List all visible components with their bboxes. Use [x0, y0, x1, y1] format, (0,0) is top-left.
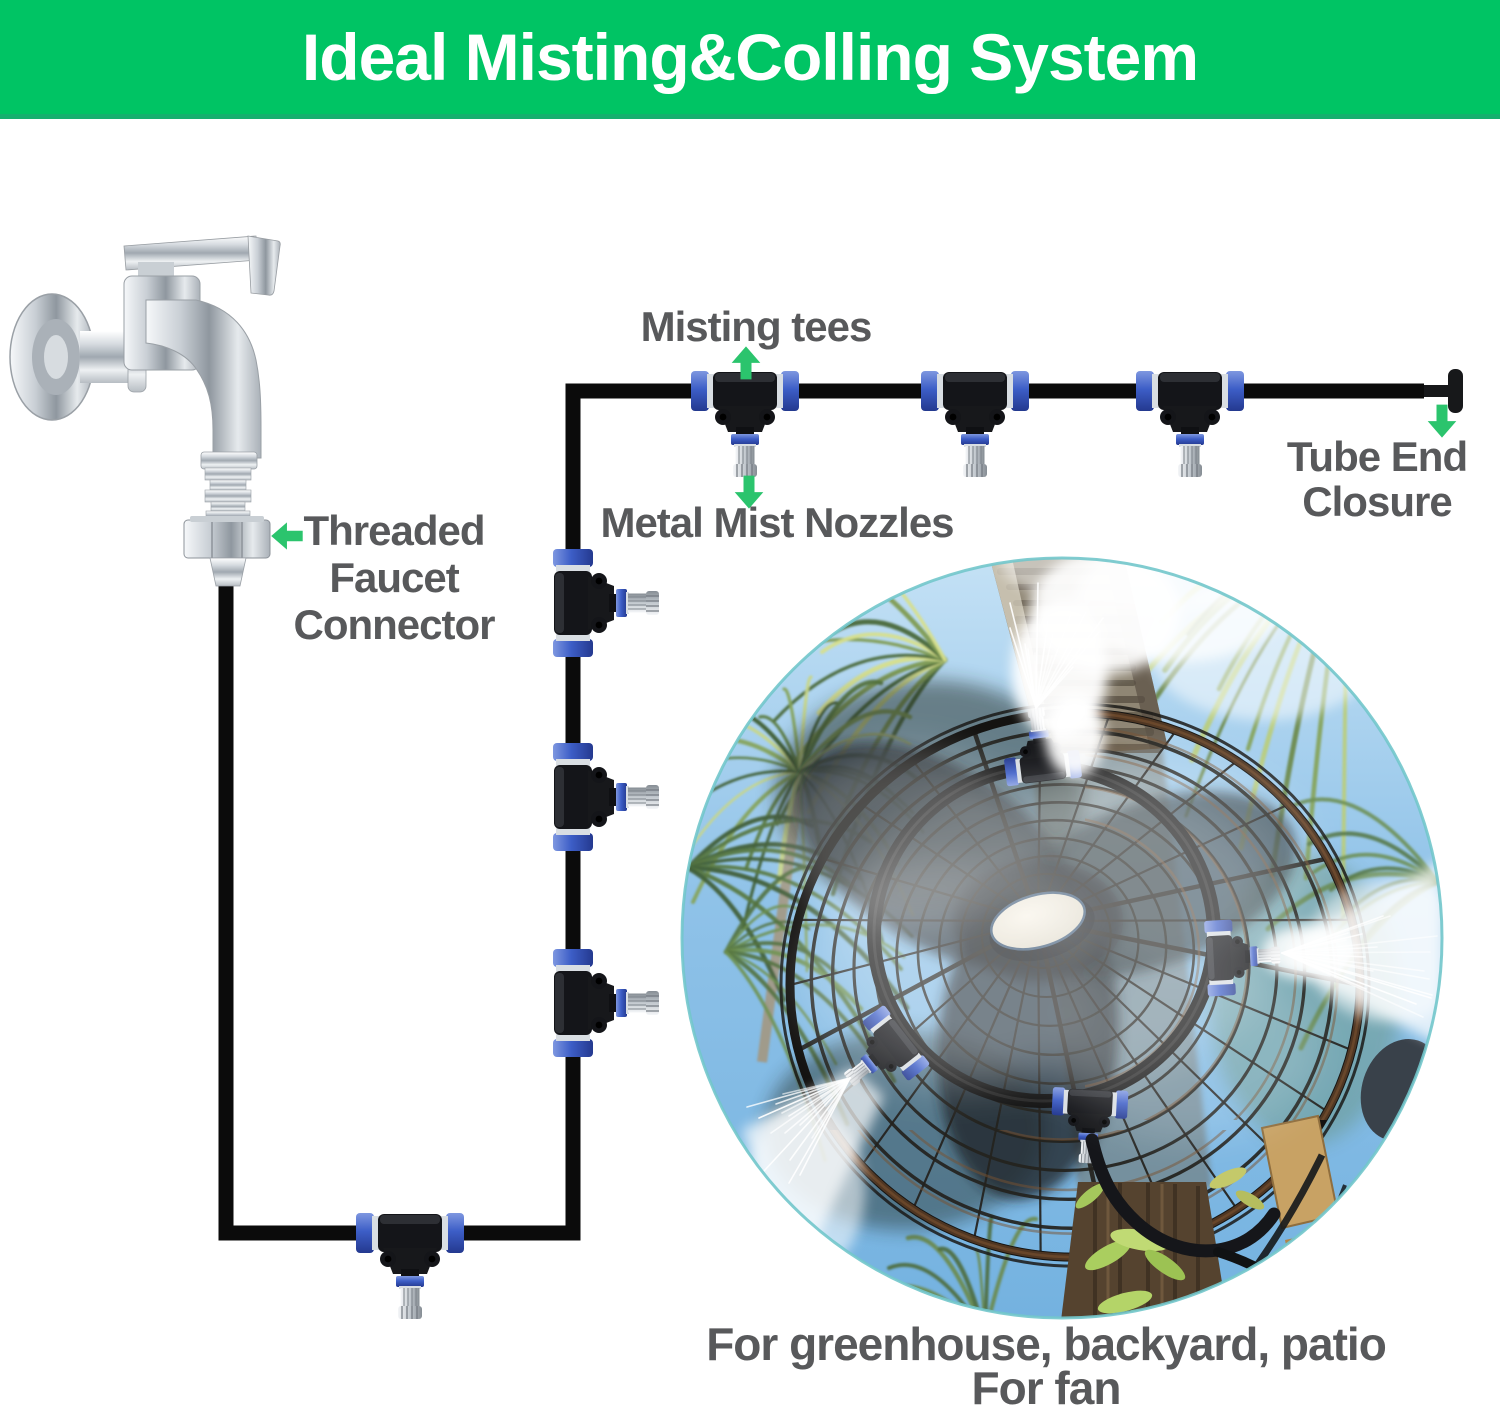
- misting-tee-fitting: [920, 370, 1030, 478]
- mist-spray: [742, 558, 1442, 1285]
- banner: Ideal Misting&Colling System: [0, 0, 1500, 119]
- label-metal-mist-nozzles: Metal Mist Nozzles: [600, 499, 954, 546]
- caption-line: For fan: [971, 1362, 1122, 1414]
- threaded-faucet-connector-part: [183, 516, 271, 587]
- label-threaded-faucet-connector: Threaded Faucet Connector: [293, 507, 496, 648]
- fan-photo: [682, 558, 1442, 1318]
- misting-tee-fitting: [552, 742, 660, 852]
- label-line: Faucet: [329, 554, 459, 601]
- tube-end-closure-part: [1424, 369, 1463, 413]
- faucet-barb: [204, 467, 252, 522]
- caption: For greenhouse, backyard, patio For fan: [706, 1318, 1387, 1414]
- misting-tee-fitting: [690, 370, 800, 478]
- caption-line: For greenhouse, backyard, patio: [706, 1318, 1387, 1370]
- supply-tube: [1085, 1133, 1281, 1258]
- label-line: Closure: [1302, 478, 1452, 525]
- misting-tee-fitting: [552, 548, 660, 658]
- label-line: Threaded: [303, 507, 485, 554]
- banner-title: Ideal Misting&Colling System: [301, 20, 1199, 94]
- faucet: [9, 235, 281, 587]
- label-line: Connector: [293, 601, 496, 648]
- misting-tee-fitting: [1135, 370, 1245, 478]
- misting-tee-fitting: [355, 1212, 465, 1320]
- photo-border: [680, 556, 1444, 1320]
- tubing-run: [218, 383, 1424, 1241]
- label-misting-tees: Misting tees: [640, 303, 873, 350]
- label-line: Tube End: [1286, 433, 1468, 480]
- misting-tee-fitting: [552, 948, 660, 1058]
- label-tube-end-closure: Tube End Closure: [1286, 433, 1468, 525]
